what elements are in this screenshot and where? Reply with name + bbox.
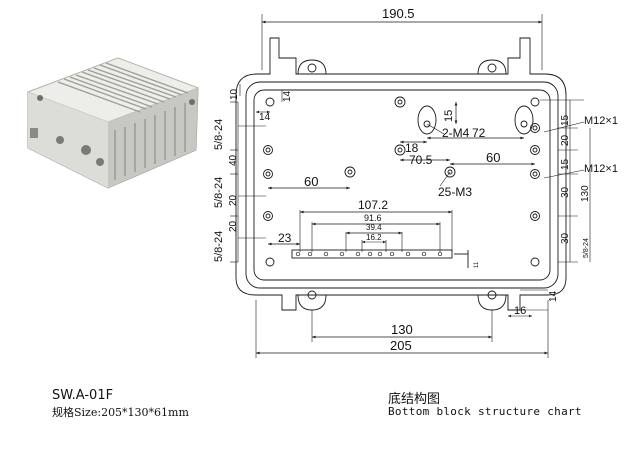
callout-m12-b: M12×1 bbox=[584, 163, 618, 175]
dim-16-b: 16 bbox=[514, 305, 526, 317]
dim-right-30b: 30 bbox=[560, 232, 571, 244]
callout-labels: 2-M4 25-M3 M12×1 M12×1 bbox=[438, 115, 618, 199]
callout-m12-a: M12×1 bbox=[584, 115, 618, 127]
size-spec: 规格Size:205*130*61mm bbox=[52, 406, 189, 419]
callout-m4: 2-M4 bbox=[442, 126, 470, 140]
dim-10: 10 bbox=[229, 88, 240, 100]
chart-title-cn: 底结构图 bbox=[388, 392, 441, 407]
dim-14-b: 14 bbox=[259, 112, 271, 123]
dim-bottom-inner: 130 bbox=[391, 322, 413, 337]
outline-inner-wall bbox=[245, 81, 559, 289]
dim-15-oval: 15 bbox=[443, 110, 455, 122]
dim-right-130: 130 bbox=[580, 185, 591, 202]
dim-14-c: 14 bbox=[548, 290, 559, 302]
dim-23: 23 bbox=[278, 231, 292, 245]
dim-14-a: 14 bbox=[282, 90, 293, 102]
dim-thread-2: 5/8-24 bbox=[213, 177, 225, 208]
dim-bottom-overall: 205 bbox=[390, 338, 412, 353]
dim-60-left: 60 bbox=[304, 174, 318, 189]
dim-20-b: 20 bbox=[228, 220, 239, 232]
dim-39: 39.4 bbox=[366, 223, 382, 232]
dim-thread-3: 5/8-24 bbox=[213, 231, 225, 262]
dim-right-20: 20 bbox=[560, 134, 571, 146]
chart-title-en: Bottom block structure chart bbox=[388, 405, 582, 418]
dim-18: 18 bbox=[405, 141, 419, 155]
dim-70: 70.5 bbox=[409, 153, 433, 167]
dim-thread-1: 5/8-24 bbox=[213, 119, 225, 150]
dim-40: 40 bbox=[228, 154, 239, 166]
dim-right-30a: 30 bbox=[560, 186, 571, 198]
dim-top-width: 190.5 bbox=[382, 6, 415, 21]
dim-right-thread: 5/8-24 bbox=[583, 238, 590, 258]
outline-cavity bbox=[253, 89, 551, 281]
callout-m3: 25-M3 bbox=[438, 185, 472, 199]
model-number: SW.A-01F bbox=[52, 388, 114, 403]
dim-60-right: 60 bbox=[486, 150, 500, 165]
outline-outer bbox=[235, 37, 567, 311]
dim-right-15a: 15 bbox=[560, 114, 571, 126]
dim-20-a: 20 bbox=[228, 194, 239, 206]
dim-right-15b: 15 bbox=[560, 158, 571, 170]
dim-72: 72 bbox=[472, 126, 486, 140]
dim-tiny: 11 bbox=[474, 261, 480, 268]
dim-91: 91.6 bbox=[364, 213, 382, 223]
dim-16: 16.2 bbox=[366, 233, 382, 242]
drawing bbox=[230, 14, 591, 358]
dim-107: 107.2 bbox=[358, 198, 388, 212]
enclosure-photo bbox=[26, 57, 200, 189]
dimension-labels: 190.5 205 130 107.2 91.6 39.4 16.2 23 60… bbox=[213, 6, 591, 353]
